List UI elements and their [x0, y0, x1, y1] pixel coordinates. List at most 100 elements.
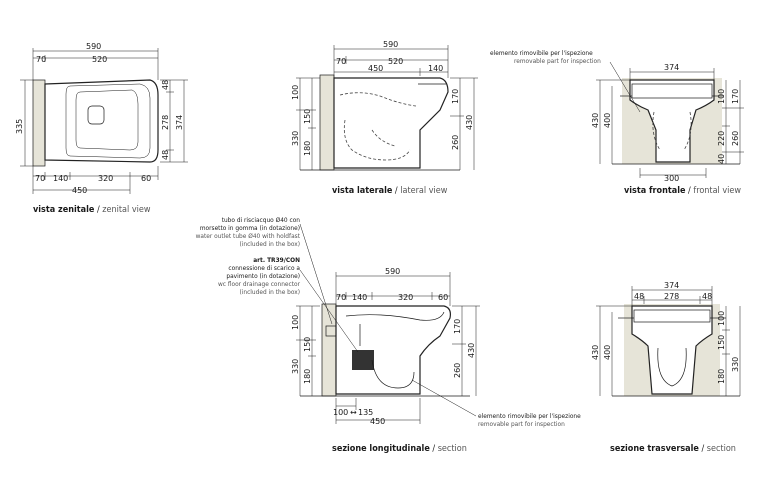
- drain-connector-code: art. TR39/CON: [253, 256, 300, 264]
- section-removable-note: elemento rimovibile per l'ispezione remo…: [478, 412, 581, 428]
- lateral-dim-l100: 100: [291, 85, 300, 100]
- frontal-dim-r40: 40: [717, 154, 726, 164]
- lateral-dim-r430: 430: [465, 115, 474, 130]
- trans-dim-r330: 330: [731, 357, 740, 372]
- section-dim-b135: ↔: [350, 408, 357, 417]
- flush-tube-note-en-a: water outlet tube Ø40 with holdfast: [195, 232, 300, 240]
- trans-dim-48a: 48: [634, 292, 644, 301]
- transversal-section-view: 374 48 278 48 430 400 100 150 180 330: [591, 281, 741, 397]
- section-dim-l330: 330: [291, 359, 300, 374]
- section-dim-l100: 100: [291, 315, 300, 330]
- section-dim-l180: 180: [303, 369, 312, 384]
- lateral-dim-70: 70: [336, 57, 346, 66]
- lateral-dim-l180: 180: [303, 141, 312, 156]
- zenital-dim-b70: 70: [35, 174, 45, 183]
- frontal-caption-it: vista frontale: [624, 186, 686, 196]
- zenital-dim-520: 520: [92, 55, 107, 64]
- lateral-caption-it: vista laterale: [332, 186, 393, 196]
- frontal-note-en: removable part for inspection: [514, 57, 601, 65]
- zenital-dim-r374: 374: [175, 115, 184, 130]
- lateral-dim-590: 590: [383, 40, 398, 49]
- zenital-caption-en: zenital view: [102, 205, 151, 215]
- trans-dim-l430: 430: [591, 345, 600, 360]
- lateral-view: 590 70 520 450 140 100 330 150 180 170 4…: [291, 40, 478, 171]
- drain-connector: [352, 350, 374, 370]
- lateral-caption: vista laterale / lateral view: [332, 186, 448, 196]
- zenital-caption-it: vista zenitale: [33, 205, 95, 215]
- drain-note-it-a: connessione di scarico a: [228, 264, 300, 272]
- section-removable-note-en: removable part for inspection: [478, 420, 565, 428]
- section-dim-590: 590: [385, 267, 400, 276]
- zenital-dim-b60: 60: [141, 174, 151, 183]
- lateral-dim-520: 520: [388, 57, 403, 66]
- trans-dim-r100: 100: [717, 311, 726, 326]
- section-dim-320: 320: [398, 293, 413, 302]
- flush-tube-note: tubo di risciacquo Ø40 con morsetto in g…: [182, 216, 300, 248]
- frontal-view: 374 300 430 400 100 170 220 260 40: [591, 61, 744, 183]
- lateral-caption-en: lateral view: [400, 186, 448, 196]
- longitudinal-section-view: 590 70 140 320 60 100 150 330 180 170 43…: [291, 223, 480, 426]
- trans-dim-48b: 48: [702, 292, 712, 301]
- zenital-view: 590 70 520 70 140 320 60 450 335 48 278 …: [15, 42, 188, 195]
- drain-connector-note: art. TR39/CON connessione di scarico a p…: [182, 256, 300, 296]
- section-dim-140: 140: [352, 293, 367, 302]
- zenital-dim-590: 590: [86, 42, 101, 51]
- section-long-caption: sezione longitudinale / section: [332, 444, 467, 454]
- zenital-dim-b140: 140: [53, 174, 68, 183]
- frontal-caption: vista frontale / frontal view: [624, 186, 742, 196]
- section-removable-note-it: elemento rimovibile per l'ispezione: [478, 412, 581, 420]
- frontal-dim-l430: 430: [591, 113, 600, 128]
- section-dim-r260: 260: [453, 363, 462, 378]
- drain-note-en-a: wc floor drainage connector: [217, 280, 300, 288]
- frontal-dim-r260: 260: [731, 131, 740, 146]
- zenital-dim-r48b: 48: [161, 150, 170, 160]
- section-dim-b135-value: 135: [358, 408, 373, 417]
- trans-bowl-outline: [631, 305, 713, 395]
- section-dim-b450: 450: [370, 417, 385, 426]
- section-long-caption-en: section: [437, 444, 467, 454]
- zenital-dim-r278: 278: [161, 115, 170, 130]
- frontal-dim-r170: 170: [731, 89, 740, 104]
- zenital-dim-70: 70: [36, 55, 46, 64]
- section-dim-l150: 150: [303, 337, 312, 352]
- trans-dim-r150: 150: [717, 335, 726, 350]
- lateral-dim-l330: 330: [291, 131, 300, 146]
- zenital-dim-r48a: 48: [161, 80, 170, 90]
- section-wall: [322, 304, 336, 396]
- lateral-dim-r170: 170: [451, 89, 460, 104]
- zenital-wall: [33, 80, 45, 166]
- frontal-dim-300: 300: [664, 174, 679, 183]
- frontal-removable-note: elemento rimovibile per l'ispezione remo…: [490, 49, 601, 65]
- flush-tube-note-it-b: morsetto in gomma (in dotazione): [199, 224, 300, 232]
- section-trans-caption-it: sezione trasversale: [610, 444, 699, 454]
- trans-dim-374: 374: [664, 281, 679, 290]
- section-long-caption-it: sezione longitudinale: [332, 444, 430, 454]
- flush-tube-note-it-a: tubo di risciacquo Ø40 con: [221, 216, 300, 224]
- lateral-dim-r260: 260: [451, 135, 460, 150]
- frontal-note-it: elemento rimovibile per l'ispezione: [490, 49, 593, 57]
- zenital-dim-b320: 320: [98, 174, 113, 183]
- flush-tube-note-en-b: (included in the box): [239, 240, 300, 248]
- frontal-caption-en: frontal view: [693, 186, 742, 196]
- frontal-dim-374: 374: [664, 63, 679, 72]
- frontal-dim-r100: 100: [717, 89, 726, 104]
- section-dim-r430: 430: [467, 343, 476, 358]
- section-trans-caption: sezione trasversale / section: [610, 444, 736, 454]
- zenital-dim-b450: 450: [72, 186, 87, 195]
- section-trans-caption-en: section: [706, 444, 736, 454]
- trans-dim-r180: 180: [717, 369, 726, 384]
- section-dim-r170: 170: [453, 319, 462, 334]
- zenital-caption: vista zenitale / zenital view: [33, 205, 151, 215]
- section-dim-60: 60: [438, 293, 448, 302]
- frontal-bowl-outline: [629, 79, 715, 163]
- frontal-dim-l400: 400: [603, 113, 612, 128]
- lateral-wall: [320, 75, 334, 170]
- section-bowl-outline: [335, 305, 451, 395]
- lateral-dim-140: 140: [428, 64, 443, 73]
- lateral-dim-450: 450: [368, 64, 383, 73]
- lateral-dim-l150: 150: [303, 109, 312, 124]
- trans-dim-278: 278: [664, 292, 679, 301]
- lateral-bowl-outline: [333, 77, 449, 169]
- drain-note-en-b: (included in the box): [239, 288, 300, 296]
- section-dim-b100: 100: [333, 408, 348, 417]
